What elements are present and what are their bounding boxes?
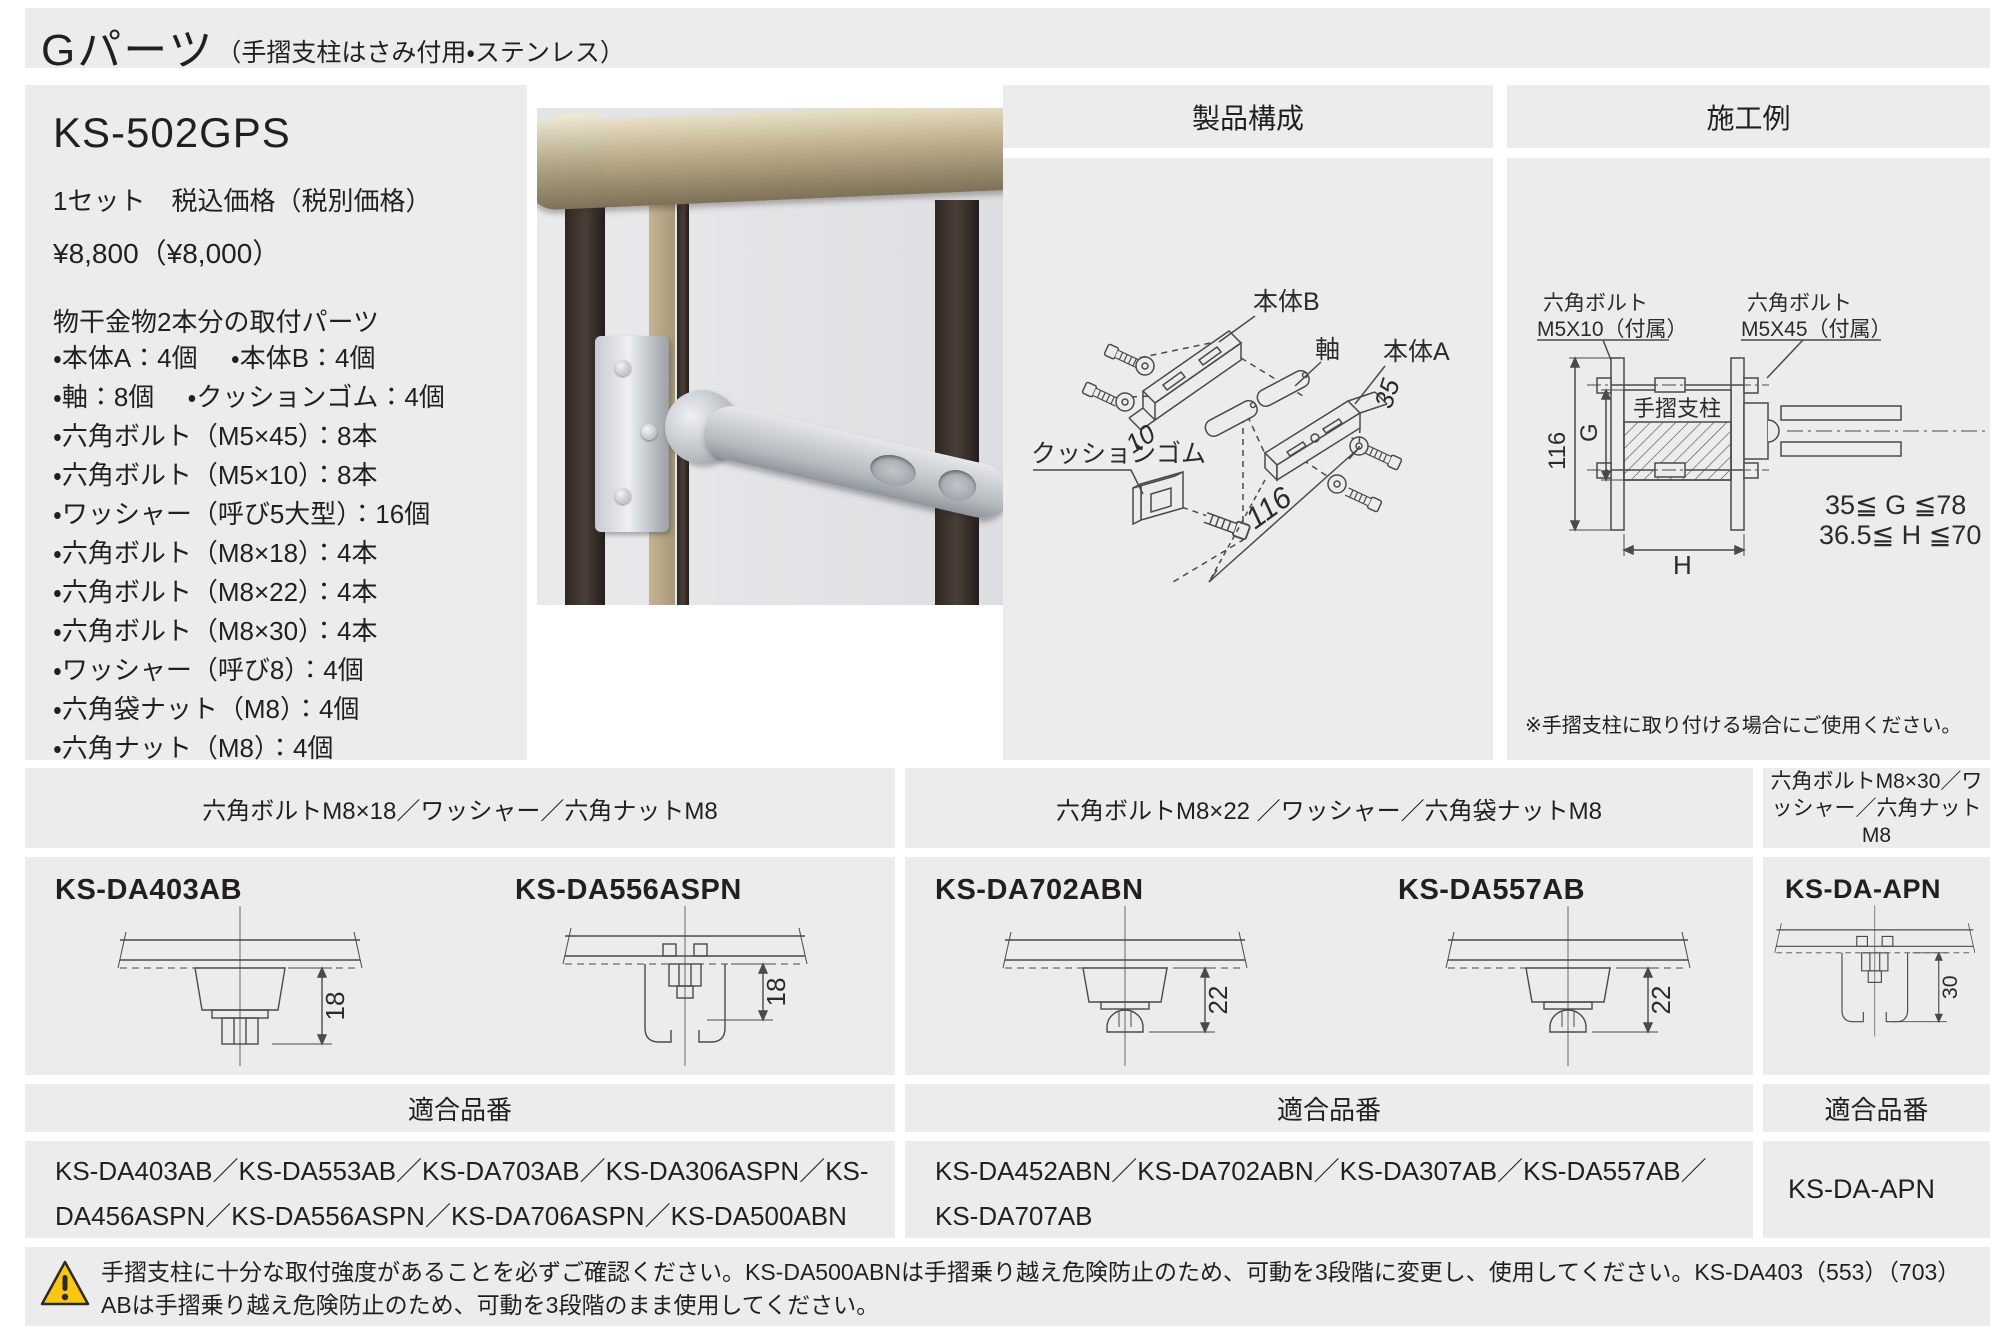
installation-diagram-panel: 六角ボルト M5X10（付属） 六角ボルト M5X45（付属） 116 G 手摺… <box>1507 158 1990 760</box>
photo-bracket <box>595 336 669 532</box>
composition-header: 製品構成 <box>1003 85 1493 148</box>
parts-list-title: 物干金物2本分の取付パーツ <box>53 307 379 337</box>
product-cell-group-3 <box>1763 857 1990 1075</box>
label-hex-bolt-long: 六角ボルト <box>1747 292 1852 315</box>
product-info-panel: KS-502GPS 1セット 税込価格（税別価格） ¥8,800（¥8,000）… <box>25 85 527 763</box>
product-cell-group-2 <box>905 857 1753 1075</box>
parts-list-item: ・本体A：4個 ・本体B：4個 <box>53 343 376 373</box>
parts-list-item: ・六角ボルト（M8×18）：4本 <box>53 538 378 568</box>
photo-arm-hole <box>935 466 980 505</box>
composition-header-label: 製品構成 <box>1191 102 1304 134</box>
fit-header-1: 適合品番 <box>25 1084 895 1132</box>
bolt-group-header-3: 六角ボルトM8×30／ワッシャー／六角ナットM8 <box>1763 768 1990 848</box>
photo-handrail-cap <box>537 112 605 200</box>
fit-header-1-label: 適合品番 <box>407 1094 512 1125</box>
fit-header-2-label: 適合品番 <box>1276 1094 1381 1125</box>
bolt-group-header-2: 六角ボルトM8×22 ／ワッシャー／六角袋ナットM8 <box>905 768 1753 848</box>
parts-list-item: ・六角ボルト（M5×45）：8本 <box>53 421 378 451</box>
product-name: KS-DA403AB <box>55 874 243 906</box>
warning-text: 手摺支柱に十分な取付強度があることを必ずご確認ください。KS-DA500ABNは… <box>101 1259 1961 1318</box>
dim-116-install: 116 <box>1544 432 1571 470</box>
parts-list-item: ・ワッシャー（呼び5大型）：16個 <box>53 499 431 529</box>
fit-header-3-label: 適合品番 <box>1824 1094 1929 1125</box>
label-hex-bolt-small: 六角ボルト <box>1543 292 1648 315</box>
product-diagram-ks-da556aspn: 18 <box>562 906 808 1066</box>
price-label: 1セット 税込価格（税別価格） <box>53 186 432 216</box>
photo-screw <box>641 424 657 440</box>
page-title: Gパーツ <box>41 26 215 75</box>
label-body-b: 本体B <box>1253 288 1320 316</box>
product-name: KS-DA702ABN <box>935 874 1144 906</box>
fit-numbers-3: KS-DA-APN <box>1763 1141 1990 1238</box>
product-model: KS-502GPS <box>53 109 291 156</box>
label-post: 手摺支柱 <box>1633 396 1721 421</box>
product-dim: 18 <box>320 992 350 1021</box>
bolt-group-header-3-label: 六角ボルトM8×30／ワッシャー／六角ナットM8 <box>1770 769 1983 847</box>
parts-list-item: ・六角袋ナット（M8）：4個 <box>53 694 360 724</box>
product-photo <box>537 108 1003 605</box>
dim-h: H <box>1673 550 1692 580</box>
installation-note: ※手摺支柱に取り付ける場合にご使用ください。 <box>1525 715 1962 737</box>
product-dim: 30 <box>1938 975 1962 999</box>
parts-list-item: ・六角ボルト（M8×22）：4本 <box>53 577 378 607</box>
fit-header-3: 適合品番 <box>1763 1084 1990 1132</box>
photo-screw <box>615 360 631 376</box>
label-body-a: 本体A <box>1383 338 1450 366</box>
dim-g: G <box>1576 423 1603 442</box>
exploded-view-diagram: 本体B 軸 本体A クッションゴム 35 10 116 <box>1031 288 1450 583</box>
parts-list-item: ・六角ボルト（M5×10）：8本 <box>53 460 378 490</box>
fit-numbers-2: KS-DA452ABN／KS-DA702ABN／KS-DA307AB／KS-DA… <box>905 1141 1753 1238</box>
product-name: KS-DA556ASPN <box>515 874 742 906</box>
parts-list-item: ・六角ボルト（M8×30）：4本 <box>53 616 378 646</box>
product-diagram-ks-da557ab: 22 <box>1445 906 1691 1066</box>
bolt-group-header-1: 六角ボルトM8×18／ワッシャー／六角ナットM8 <box>25 768 895 848</box>
label-hex-bolt-small-size: M5X10（付属） <box>1537 318 1688 341</box>
fit-numbers-3-value: KS-DA-APN <box>1788 1174 1936 1204</box>
page-title-note: （手摺支柱はさみ付用・ステンレス） <box>216 39 625 67</box>
fit-numbers-1: KS-DA403AB／KS-DA553AB／KS-DA703AB／KS-DA30… <box>25 1141 895 1238</box>
product-cell-group-1 <box>25 857 895 1075</box>
photo-slat <box>935 200 979 605</box>
product-name: KS-DA-APN <box>1785 874 1941 904</box>
photo-screw <box>615 488 631 504</box>
product-dim: 18 <box>761 978 791 1007</box>
price-value: ¥8,800（¥8,000） <box>53 238 281 269</box>
product-dim: 22 <box>1203 986 1233 1015</box>
range-h: 36.5≦ H ≦70 <box>1819 520 1981 550</box>
product-dim: 22 <box>1646 986 1676 1015</box>
parts-list-item: ・軸：8個 ・クッションゴム：4個 <box>53 382 445 412</box>
product-diagram-ks-da-apn: 30 <box>1774 905 1976 1037</box>
product-name: KS-DA557AB <box>1398 874 1586 906</box>
photo-handrail <box>537 108 1003 211</box>
fit-header-2: 適合品番 <box>905 1084 1753 1132</box>
parts-list-item: ・ワッシャー（呼び8）：4個 <box>53 655 364 685</box>
warning-icon <box>40 1260 90 1306</box>
page-title-bar: Gパーツ （手摺支柱はさみ付用・ステンレス） <box>25 8 1990 75</box>
parts-list-item: ・六角ナット（M8）：4個 <box>53 733 334 763</box>
installation-diagram: 六角ボルト M5X10（付属） 六角ボルト M5X45（付属） 116 G 手摺… <box>1537 292 1985 580</box>
bolt-group-header-1-label: 六角ボルトM8×18／ワッシャー／六角ナットM8 <box>202 797 718 825</box>
product-diagram-ks-da702abn: 22 <box>1002 906 1248 1066</box>
installation-header-label: 施工例 <box>1706 102 1791 134</box>
label-shaft: 軸 <box>1315 336 1340 364</box>
composition-diagram-panel: 本体B 軸 本体A クッションゴム 35 10 116 <box>1003 158 1493 760</box>
range-g: 35≦ G ≦78 <box>1825 490 1966 520</box>
installation-header: 施工例 <box>1507 85 1990 148</box>
warning-bar: 手摺支柱に十分な取付強度があることを必ずご確認ください。KS-DA500ABNは… <box>25 1247 1990 1326</box>
label-hex-bolt-long-size: M5X45（付属） <box>1741 318 1892 341</box>
product-diagram-ks-da403ab: 18 <box>117 906 363 1066</box>
photo-arm-hole <box>867 450 919 491</box>
bolt-group-header-2-label: 六角ボルトM8×22 ／ワッシャー／六角袋ナットM8 <box>1055 797 1603 825</box>
label-cushion: クッションゴム <box>1031 440 1206 468</box>
